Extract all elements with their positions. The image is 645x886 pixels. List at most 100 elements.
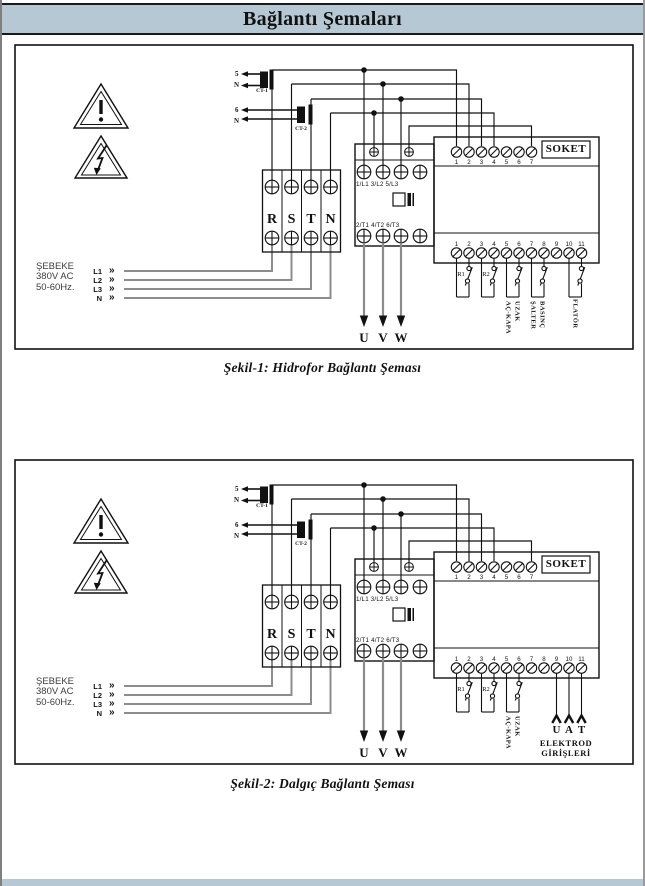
float-switch-label: FLATÖR: [571, 299, 580, 329]
phase-l1-label: L1: [93, 681, 102, 691]
soket-top-number: 5: [504, 158, 509, 166]
chevron-icon: »: [109, 273, 114, 285]
page-footer-band: [2, 879, 643, 886]
figure-1-hidrofor-diagram: 5 N CT-1 6 N CT-2 ŞEBEKE 380V AC 50-60Hz…: [14, 44, 634, 350]
soket-bottom-number: 7: [529, 240, 534, 248]
phase-n-label: N: [96, 708, 102, 718]
soket-top-number: 4: [492, 158, 496, 166]
chevron-icon: »: [109, 688, 114, 700]
mains-frequency: 50-60Hz.: [36, 696, 75, 708]
soket-bottom-number: 2: [467, 655, 471, 663]
contactor-bottom-label: 2/T1 4/T2 6/T3: [356, 221, 400, 229]
phase-l3-label: L3: [93, 699, 102, 709]
phase-n-label: N: [96, 293, 102, 303]
chevron-icon: »: [109, 264, 114, 276]
soket-top-number: 1: [454, 573, 459, 581]
soket-bottom-number: 9: [554, 240, 559, 248]
electrode-inputs-line1: ELEKTROD: [539, 738, 593, 748]
soket-top-number: 2: [467, 158, 471, 166]
relay-r2-label: R2: [482, 685, 490, 693]
electrode-u-label: U: [552, 724, 561, 736]
soket-top-number: 5: [504, 573, 509, 581]
contactor-bottom-label: 2/T1 4/T2 6/T3: [356, 636, 400, 644]
ct2-wire-n-label: N: [234, 117, 240, 125]
soket-bottom-number: 10: [565, 240, 573, 248]
soket-bottom-number: 3: [479, 655, 484, 663]
chevron-icon: »: [109, 282, 114, 294]
soket-top-number: 7: [529, 158, 534, 166]
mains-name: ŞEBEKE: [36, 261, 75, 272]
soket-bottom-number: 4: [492, 240, 496, 248]
contactor-top-label: 1/L1 3/L2 5/L3: [356, 181, 399, 188]
soket-top-number: 6: [517, 158, 521, 166]
phase-l1-label: L1: [93, 266, 102, 276]
terminal-t-label: T: [306, 627, 316, 642]
soket-bottom-number: 7: [529, 655, 534, 663]
electrode-a-label: A: [565, 724, 573, 736]
phase-l2-label: L2: [93, 275, 102, 285]
soket-bottom-number: 1: [454, 240, 459, 248]
ct2-name-label: CT-2: [295, 125, 307, 132]
soket-label: SOKET: [545, 558, 587, 570]
ct1-wire-5-label: 5: [235, 484, 239, 493]
ct2-wire-n-label: N: [234, 532, 240, 540]
remote-switch-label: UZAK AÇ-KAPA: [504, 301, 522, 334]
terminal-n-label: N: [325, 627, 336, 642]
output-u-label: U: [359, 745, 369, 760]
soket-bottom-number: 11: [578, 240, 585, 248]
ct1-wire-n-label: N: [234, 496, 240, 504]
soket-top-number: 2: [467, 573, 471, 581]
mains-voltage: 380V AC: [36, 271, 74, 283]
remote-switch-label: UZAK AÇ-KAPA: [504, 716, 522, 749]
mains-frequency: 50-60Hz.: [36, 281, 75, 293]
soket-bottom-number: 4: [492, 655, 496, 663]
soket-bottom-number: 1: [454, 655, 459, 663]
terminal-n-label: N: [325, 212, 336, 227]
remote-switch-word1: UZAK: [513, 716, 521, 737]
ct2-wire-6-label: 6: [235, 520, 239, 529]
soket-bottom-number: 9: [554, 655, 559, 663]
terminal-t-label: T: [306, 212, 316, 227]
ct2-name-label: CT-2: [295, 540, 307, 547]
soket-bottom-number: 6: [517, 240, 521, 248]
soket-bottom-number: 5: [504, 655, 509, 663]
output-w-label: W: [394, 330, 408, 345]
soket-top-number: 7: [529, 573, 534, 581]
remote-switch-word2: AÇ-KAPA: [504, 301, 512, 334]
contactor-top-label: 1/L1 3/L2 5/L3: [356, 596, 399, 603]
relay-r1-label: R1: [457, 685, 465, 693]
soket-bottom-number: 3: [479, 240, 484, 248]
phase-l2-label: L2: [93, 690, 102, 700]
soket-bottom-number: 11: [578, 655, 585, 663]
phase-l3-label: L3: [93, 284, 102, 294]
pressure-switch-label: BASINÇ ŞALTER: [529, 301, 547, 329]
remote-switch-word2: AÇ-KAPA: [504, 716, 512, 749]
chevron-icon: »: [109, 291, 114, 303]
output-u-label: U: [359, 330, 369, 345]
page-title: Bağlantı Şemaları: [243, 7, 402, 30]
soket-label: SOKET: [545, 143, 587, 155]
terminal-r-label: R: [266, 212, 278, 227]
terminal-s-label: S: [287, 212, 296, 227]
mains-name: ŞEBEKE: [36, 676, 75, 687]
mains-spec: ŞEBEKE 380V AC 50-60Hz.: [36, 261, 75, 293]
relay-r2-label: R2: [482, 270, 490, 278]
ct1-wire-5-label: 5: [235, 69, 239, 78]
soket-top-number: 6: [517, 573, 521, 581]
soket-top-number: 4: [492, 573, 496, 581]
soket-top-number: 1: [454, 158, 459, 166]
chevron-icon: »: [109, 706, 114, 718]
pressure-switch-word2: ŞALTER: [529, 301, 537, 330]
soket-bottom-number: 8: [542, 240, 546, 248]
ct2-wire-6-label: 6: [235, 105, 239, 114]
relay-r1-label: R1: [457, 270, 465, 278]
soket-bottom-number: 6: [517, 655, 521, 663]
ct1-wire-n-label: N: [234, 81, 240, 89]
pressure-switch-word1: BASINÇ: [538, 301, 546, 329]
mains-spec: ŞEBEKE 380V AC 50-60Hz.: [36, 676, 75, 708]
electrode-inputs-line2: GİRİŞLERİ: [541, 748, 591, 758]
soket-top-number: 3: [479, 573, 484, 581]
soket-bottom-number: 5: [504, 240, 509, 248]
output-v-label: V: [378, 330, 388, 345]
